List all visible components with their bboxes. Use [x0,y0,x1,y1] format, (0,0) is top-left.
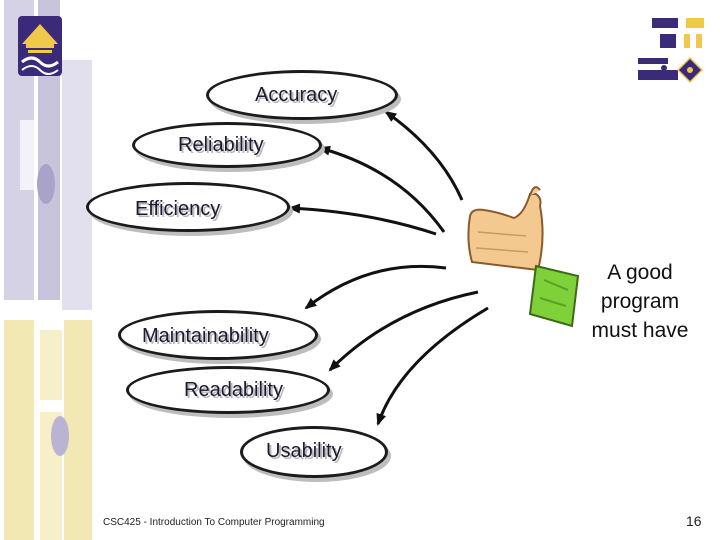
arrow-usability [376,306,489,426]
quality-label-efficiency: Efficiency [135,198,221,220]
callout-text: A good program must have [570,258,710,345]
arrow-reliability [318,145,446,233]
university-crest-icon [18,16,62,76]
callout-line-1: A good [607,261,673,284]
oval-accuracy [206,70,398,120]
page-number: 16 [686,513,702,529]
quality-label-reliability: Reliability [178,134,264,156]
quality-label-usability: Usability [266,440,342,462]
footer-course-title: CSC425 - Introduction To Computer Progra… [103,517,325,528]
arrow-accuracy [384,110,464,201]
oval-readability [126,366,330,414]
oval-usability [240,426,388,478]
faculty-logo-icon [638,18,704,84]
arrow-maintainability [304,264,447,310]
quality-label-maintainability: Maintainability [142,325,269,347]
quality-label-readability: Readability [184,379,283,401]
callout-line-2: program [600,290,680,313]
arrow-efficiency [288,203,437,236]
oval-maintainability [118,310,318,360]
callout-line-3: must have [591,319,689,342]
quality-label-accuracy: Accuracy [255,84,338,106]
arrow-readability [328,290,479,372]
oval-efficiency [86,182,290,232]
oval-reliability [132,122,322,168]
